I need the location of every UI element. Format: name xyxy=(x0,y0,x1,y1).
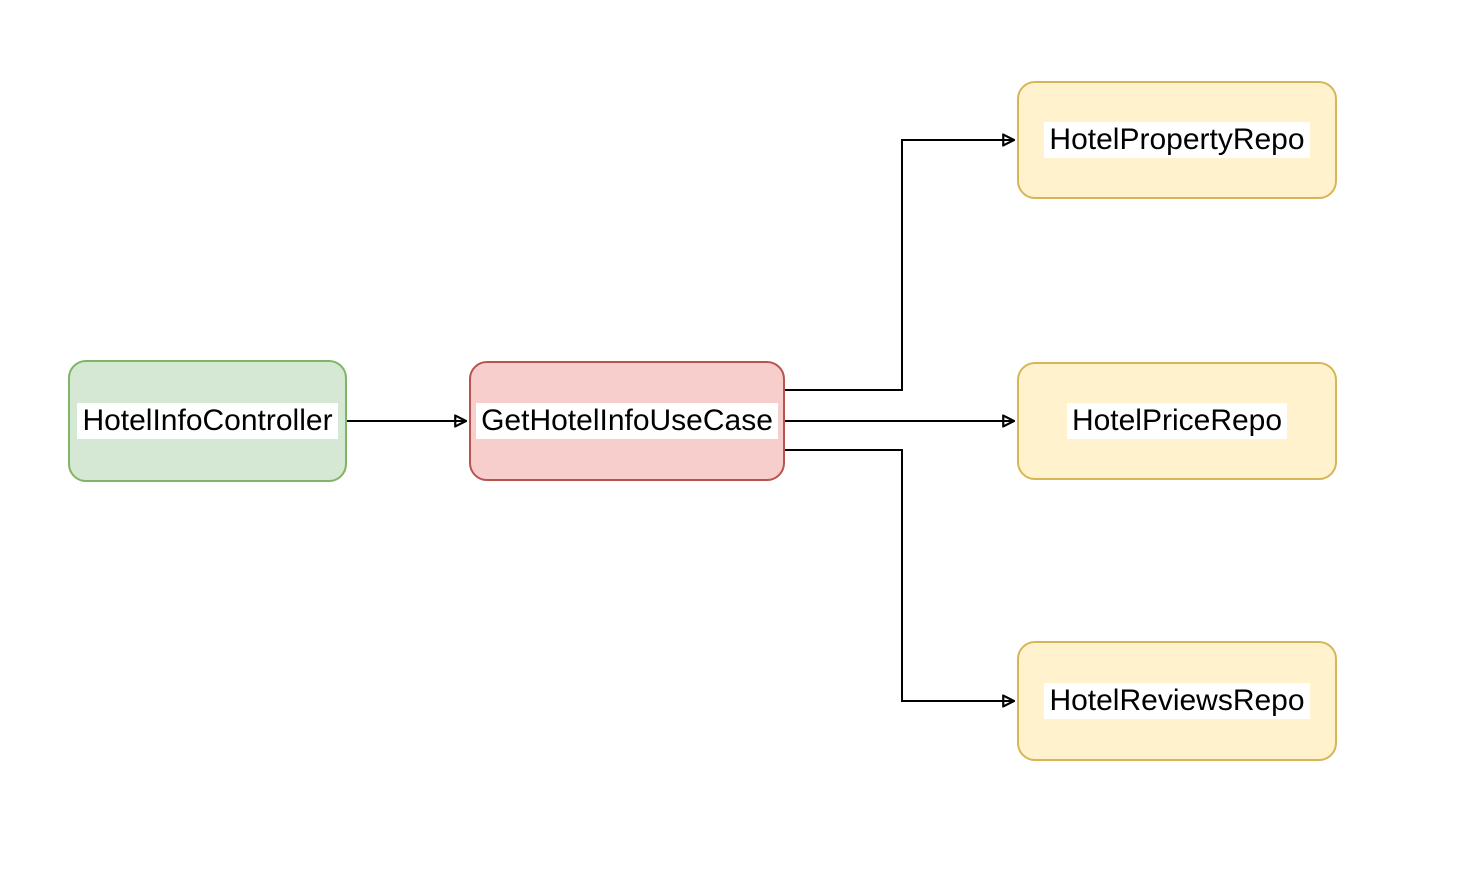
node-label-hotel-info-controller: HotelInfoController xyxy=(77,403,338,439)
edge-usecase-to-propertyrepo xyxy=(785,140,1013,391)
node-label-hotel-reviews-repo: HotelReviewsRepo xyxy=(1044,683,1310,719)
node-hotel-property-repo: HotelPropertyRepo xyxy=(1017,81,1337,199)
node-label-get-hotel-info-use-case: GetHotelInfoUseCase xyxy=(476,403,778,439)
node-get-hotel-info-use-case: GetHotelInfoUseCase xyxy=(469,361,785,481)
node-hotel-reviews-repo: HotelReviewsRepo xyxy=(1017,641,1337,761)
node-label-hotel-property-repo: HotelPropertyRepo xyxy=(1044,122,1310,158)
node-hotel-info-controller: HotelInfoController xyxy=(68,360,347,482)
node-hotel-price-repo: HotelPriceRepo xyxy=(1017,362,1337,480)
edge-usecase-to-reviewsrepo xyxy=(785,449,1013,701)
node-label-hotel-price-repo: HotelPriceRepo xyxy=(1066,403,1288,439)
